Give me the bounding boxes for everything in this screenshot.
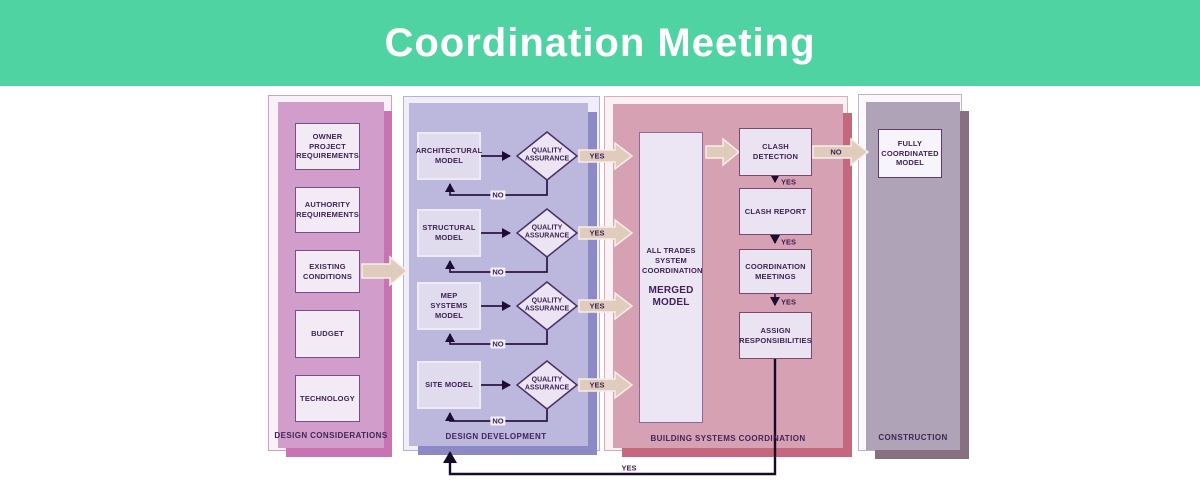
arrow-qa3-yes (578, 291, 634, 321)
label-no-qa3: NO (490, 339, 506, 349)
label-qa-site: QUALITY ASSURANCE (524, 376, 570, 392)
merged-model-title: ALL TRADES SYSTEM COORDINATION (642, 246, 703, 275)
node-architectural-model: ARCHITECTURAL MODEL (416, 132, 482, 180)
lane-label-building-systems-coordination: BUILDING SYSTEMS COORDINATION (650, 434, 806, 443)
label-no-qa4: NO (490, 416, 506, 426)
diamond-qa-architectural (515, 131, 579, 181)
label-qa-architectural: QUALITY ASSURANCE (524, 147, 570, 163)
arrow-qa2-yes (578, 218, 634, 248)
node-structural-model: STRUCTURAL MODEL (417, 209, 481, 257)
label-yes-coordination-meetings: YES (781, 297, 797, 307)
diamond-qa-site (515, 360, 579, 410)
node-clash-report: CLASH REPORT (739, 188, 812, 235)
node-authority-requirements: AUTHORITY REQUIREMENTS (295, 187, 360, 233)
lane-label-construction: CONSTRUCTION (878, 433, 948, 442)
label-yes-qa1: YES (589, 151, 605, 161)
arrow-qa4-yes (578, 370, 634, 400)
lane-label-design-development: DESIGN DEVELOPMENT (445, 432, 547, 441)
arrow-existing-conditions-to-design-development (361, 255, 409, 287)
arrow-merged-to-clash-detection (705, 137, 741, 167)
node-mep-systems-model: MEP SYSTEMS MODEL (417, 282, 481, 330)
node-technology: TECHNOLOGY (295, 375, 360, 422)
node-coordination-meetings: COORDINATION MEETINGS (739, 249, 812, 294)
node-site-model: SITE MODEL (417, 361, 481, 409)
label-no-qa2: NO (490, 267, 506, 277)
label-yes-clash-detection: YES (781, 177, 797, 187)
node-existing-conditions: EXISTING CONDITIONS (295, 250, 360, 293)
feedback-loop-line (443, 359, 777, 476)
label-qa-mep: QUALITY ASSURANCE (524, 297, 570, 313)
label-yes-feedback-loop: YES (621, 463, 637, 473)
header-banner: Coordination Meeting (0, 0, 1200, 86)
node-clash-detection: CLASH DETECTION (739, 128, 812, 176)
label-yes-qa2: YES (589, 228, 605, 238)
node-merged-model: ALL TRADES SYSTEM COORDINATION MERGED MO… (639, 132, 703, 423)
label-no-clash-detection: NO (830, 147, 842, 157)
node-fully-coordinated-model: FULLY COORDINATED MODEL (878, 129, 942, 178)
node-assign-responsibilities: ASSIGN RESPONSIBILITIES (739, 312, 812, 359)
diamond-qa-structural (515, 208, 579, 258)
node-owner-project-requirements: OWNER PROJECT REQUIREMENTS (295, 123, 360, 170)
diamond-qa-mep (515, 281, 579, 331)
node-budget: BUDGET (295, 310, 360, 358)
merged-model-subtitle: MERGED MODEL (648, 284, 694, 308)
arrow-qa1-yes (578, 141, 634, 171)
label-no-qa1: NO (490, 190, 506, 200)
arrow-clash-detection-no (812, 137, 870, 167)
label-yes-clash-report: YES (781, 237, 797, 247)
page-title: Coordination Meeting (384, 20, 816, 65)
label-yes-qa3: YES (589, 301, 605, 311)
lane-label-design-considerations: DESIGN CONSIDERATIONS (274, 431, 388, 440)
label-qa-structural: QUALITY ASSURANCE (524, 224, 570, 240)
label-yes-qa4: YES (589, 380, 605, 390)
